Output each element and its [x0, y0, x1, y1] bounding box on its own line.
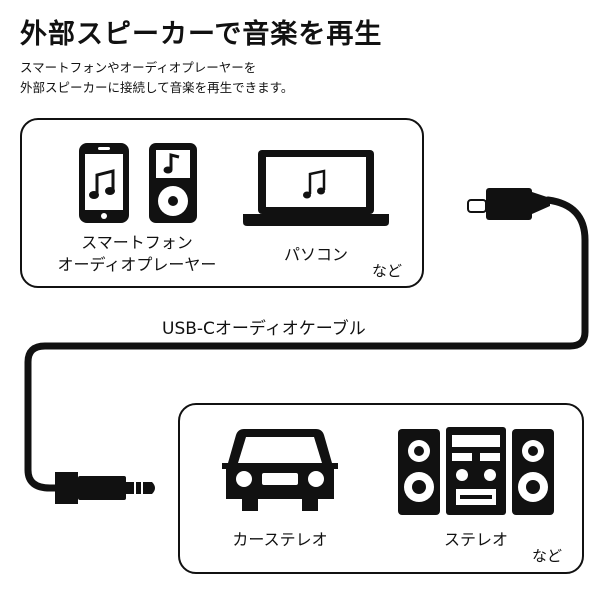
- smartphone-icon: [79, 143, 129, 223]
- description: スマートフォンやオーディオプレーヤーを 外部スピーカーに接続して音楽を再生できま…: [20, 58, 293, 98]
- stereo-icon: [398, 427, 554, 515]
- label-mobile-line-2: オーディオプレーヤー: [57, 255, 217, 274]
- label-stereo: ステレオ: [443, 530, 508, 549]
- dest-etc: など: [532, 547, 563, 565]
- label-mobile-line-1: スマートフォン: [81, 233, 193, 252]
- output-devices-box: カーステレオ ステレオ など: [178, 403, 584, 574]
- usb-c-plug-icon: [467, 188, 550, 220]
- description-line-1: スマートフォンやオーディオプレーヤーを: [20, 60, 257, 75]
- label-car-stereo: カーステレオ: [232, 530, 328, 549]
- source-devices-box: スマートフォン オーディオプレーヤー パソコン など: [20, 118, 424, 288]
- cable-label: USB-Cオーディオケーブル: [162, 319, 366, 339]
- audio-player-icon: [149, 143, 197, 223]
- laptop-icon: [243, 150, 389, 226]
- source-etc: など: [372, 262, 403, 280]
- car-icon: [222, 429, 338, 511]
- audio-plug-icon: [55, 472, 155, 504]
- label-mobile: スマートフォン オーディオプレーヤー: [52, 232, 222, 276]
- cable-line: [24, 196, 589, 492]
- description-line-2: 外部スピーカーに接続して音楽を再生できます。: [20, 80, 294, 95]
- page-title: 外部スピーカーで音楽を再生: [20, 19, 383, 50]
- label-pc: パソコン: [283, 245, 348, 264]
